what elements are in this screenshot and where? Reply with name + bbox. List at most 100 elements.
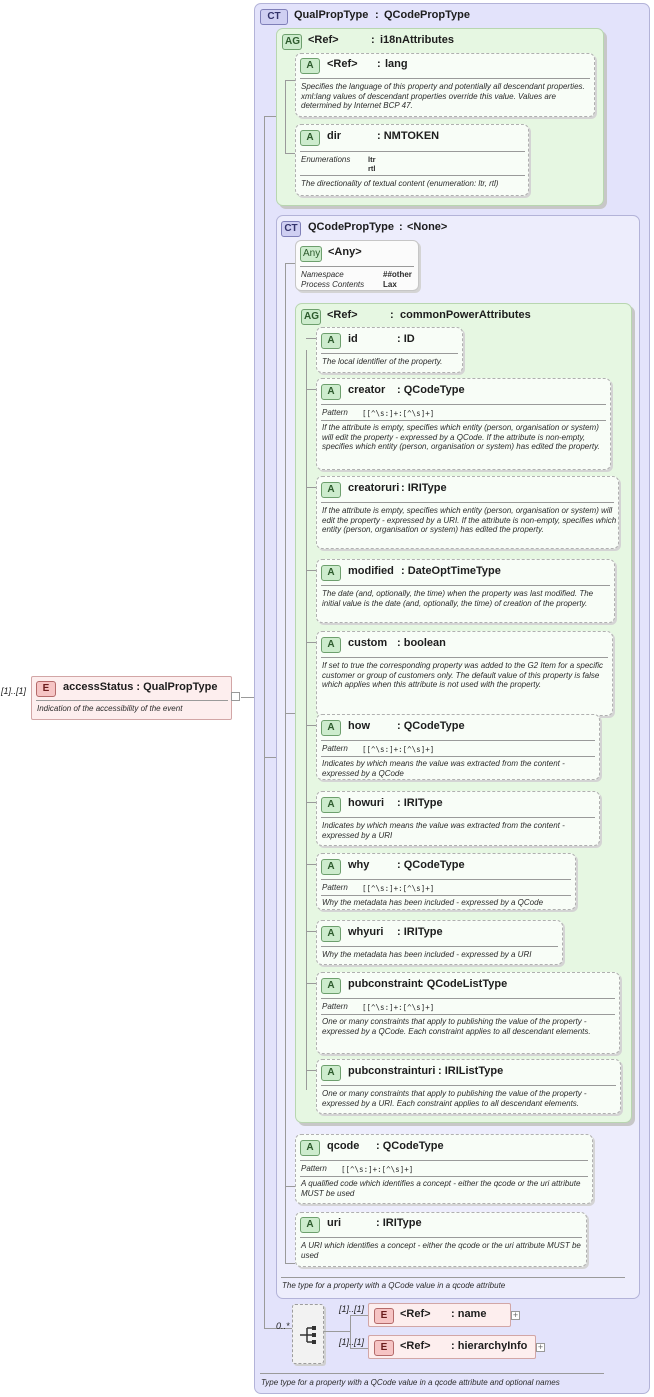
attr-doc: A qualified code which identifies a conc… bbox=[301, 1179, 581, 1198]
attr-type: : QCodeType bbox=[397, 859, 465, 871]
attribute-badge: A bbox=[321, 1065, 341, 1081]
attr-name: whyuri bbox=[348, 926, 384, 938]
any-attribute[interactable]: Any <Any> Namespace ##other Process Cont… bbox=[295, 240, 419, 291]
element-badge: E bbox=[374, 1308, 394, 1324]
attribute-badge: A bbox=[300, 1140, 320, 1156]
connector bbox=[306, 389, 316, 390]
connector bbox=[285, 1263, 295, 1264]
root-cardinality: [1]..[1] bbox=[1, 686, 27, 696]
divider bbox=[321, 502, 614, 503]
attribute-uri[interactable]: A uri : IRIType A URI which identifies a… bbox=[295, 1212, 587, 1267]
attr-name: lang bbox=[385, 58, 408, 70]
attr-name: why bbox=[348, 859, 370, 871]
attr-name: dir bbox=[327, 130, 342, 142]
connector bbox=[285, 80, 295, 81]
group-ref: <Ref> bbox=[308, 34, 339, 46]
element-name[interactable]: E <Ref> : name bbox=[368, 1303, 511, 1327]
group-name: commonPowerAttributes bbox=[400, 309, 531, 321]
complex-type-badge: CT bbox=[260, 9, 288, 25]
attr-doc: If set to true the corresponding propert… bbox=[322, 661, 604, 690]
any-badge: Any bbox=[300, 246, 322, 262]
connector bbox=[306, 1070, 316, 1071]
expand-toggle[interactable]: + bbox=[536, 1342, 545, 1352]
divider bbox=[281, 1277, 625, 1278]
attr-doc: The date (and, optionally, the time) whe… bbox=[322, 589, 594, 608]
attribute-qcode[interactable]: A qcode : QCodeType Pattern [[^\s:]+:[^\… bbox=[295, 1134, 593, 1204]
pattern-label: Pattern bbox=[322, 408, 348, 417]
element-hierarchyInfo[interactable]: E <Ref> : hierarchyInfo bbox=[368, 1335, 536, 1359]
divider bbox=[321, 998, 615, 999]
pattern-value: [[^\s:]+:[^\s]+] bbox=[362, 745, 435, 754]
namespace-value: ##other bbox=[383, 270, 412, 279]
attr-type: : IRIType bbox=[401, 482, 447, 494]
attr-doc: A URI which identifies a concept - eithe… bbox=[301, 1241, 581, 1260]
attribute-badge: A bbox=[321, 926, 341, 942]
connector bbox=[241, 697, 265, 698]
inner-type-doc: The type for a property with a QCode val… bbox=[282, 1281, 506, 1290]
divider bbox=[36, 700, 228, 701]
attr-doc: Why the metadata has been included - exp… bbox=[322, 898, 544, 907]
connector bbox=[285, 263, 295, 264]
child-name: : hierarchyInfo bbox=[451, 1340, 528, 1352]
connector bbox=[285, 263, 286, 1263]
root-element-accessStatus[interactable]: E accessStatus : QualPropType Indication… bbox=[31, 676, 232, 720]
attr-name: how bbox=[348, 720, 370, 732]
connector bbox=[306, 350, 307, 1090]
collapse-toggle[interactable] bbox=[231, 692, 240, 701]
divider bbox=[321, 404, 606, 405]
connector bbox=[306, 338, 316, 339]
child-ref: <Ref> bbox=[400, 1340, 431, 1352]
divider bbox=[300, 151, 525, 152]
expand-toggle[interactable]: + bbox=[511, 1310, 520, 1320]
attr-name: howuri bbox=[348, 797, 385, 809]
divider bbox=[321, 353, 458, 354]
connector bbox=[306, 864, 316, 865]
attr-type: : ID bbox=[397, 333, 415, 345]
divider bbox=[321, 946, 558, 947]
sequence-icon bbox=[300, 1326, 316, 1344]
attr-type: : IRIListType bbox=[438, 1065, 504, 1077]
pattern-value: [[^\s:]+:[^\s]+] bbox=[362, 884, 435, 893]
enum-value: rtl bbox=[368, 164, 376, 173]
connector bbox=[350, 1348, 368, 1349]
connector bbox=[264, 757, 278, 758]
connector bbox=[264, 1328, 292, 1329]
type-name: QCodePropType bbox=[308, 221, 394, 233]
divider bbox=[300, 266, 414, 267]
element-badge: E bbox=[374, 1340, 394, 1356]
sequence-compositor[interactable] bbox=[292, 1304, 324, 1364]
attr-doc: The directionality of textual content (e… bbox=[301, 179, 499, 188]
group-name: i18nAttributes bbox=[380, 34, 454, 46]
attribute-lang[interactable]: A <Ref> : lang Specifies the language of… bbox=[295, 53, 595, 117]
attribute-badge: A bbox=[300, 58, 320, 74]
pattern-value: [[^\s:]+:[^\s]+] bbox=[362, 1003, 435, 1012]
root-element-label: accessStatus : QualPropType bbox=[63, 681, 218, 693]
attribute-dir[interactable]: A dir : NMTOKEN Enumerations ltr rtl The… bbox=[295, 124, 529, 196]
group-ref: <Ref> bbox=[327, 309, 358, 321]
divider bbox=[321, 756, 595, 757]
divider bbox=[300, 1160, 588, 1161]
divider bbox=[300, 78, 590, 79]
divider bbox=[321, 585, 610, 586]
divider bbox=[300, 1237, 582, 1238]
pattern-value: [[^\s:]+:[^\s]+] bbox=[362, 409, 435, 418]
type-base: QCodePropType bbox=[384, 9, 470, 21]
attr-doc: Indicates by which means the value was e… bbox=[322, 821, 565, 840]
attribute-badge: A bbox=[321, 333, 341, 349]
outer-type-doc: Type type for a property with a QCode va… bbox=[261, 1378, 560, 1387]
element-badge: E bbox=[36, 681, 56, 697]
attribute-group-badge: AG bbox=[282, 34, 302, 50]
attr-doc: Why the metadata has been included - exp… bbox=[322, 950, 532, 959]
attr-sep: : bbox=[377, 58, 381, 70]
